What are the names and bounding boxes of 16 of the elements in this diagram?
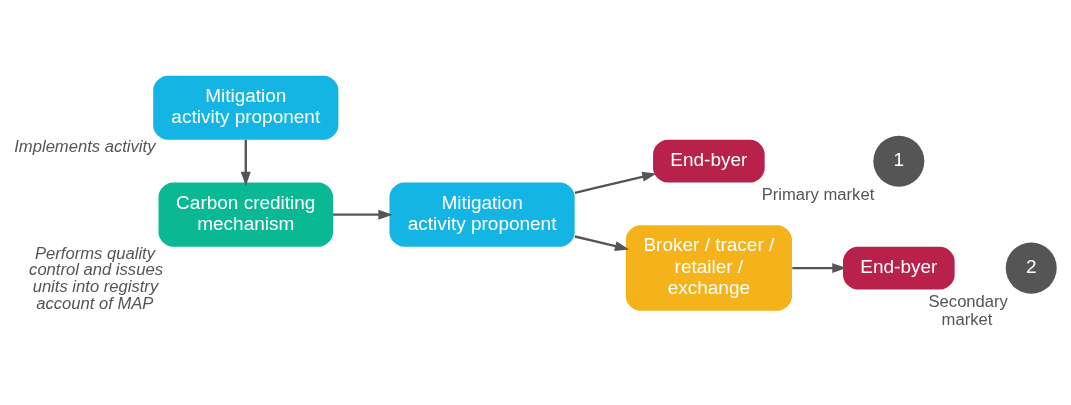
arrow bbox=[574, 171, 657, 194]
arrow bbox=[333, 209, 393, 220]
node-label: Implements activity bbox=[14, 136, 156, 156]
arrow bbox=[240, 139, 251, 187]
node-box: Mitigation activity proponent bbox=[389, 182, 575, 247]
node-label: Secondary market bbox=[928, 291, 1008, 329]
node-box: Mitigation activity proponent bbox=[153, 75, 339, 140]
node-circle: 2 bbox=[1005, 242, 1057, 294]
node-circle: 1 bbox=[873, 135, 925, 187]
node-label: Primary market bbox=[761, 185, 875, 205]
arrow bbox=[792, 263, 847, 274]
node-box: End-byer bbox=[843, 246, 955, 290]
node-box: End-byer bbox=[653, 139, 765, 183]
node-box: Broker / tracer / retailer / exchange bbox=[625, 225, 792, 311]
arrow bbox=[574, 235, 630, 251]
node-box: Carbon crediting mechanism bbox=[158, 182, 334, 247]
